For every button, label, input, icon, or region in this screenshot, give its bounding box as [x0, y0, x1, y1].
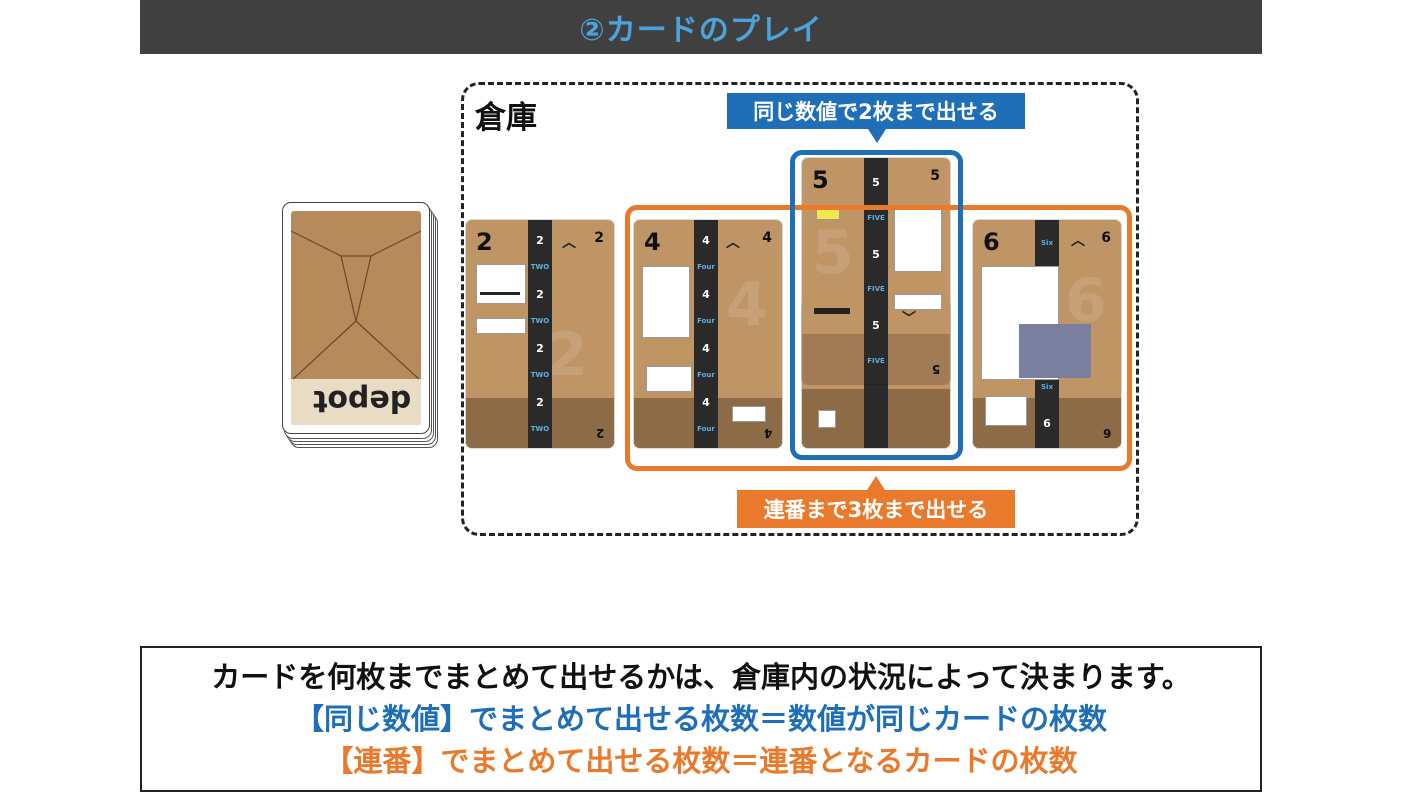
sequence-callout: 連番まで3枚まで出せる: [737, 490, 1015, 528]
barcode-label: [985, 396, 1027, 426]
card-value-small: 4: [762, 230, 772, 246]
card-value-small: 6: [1101, 230, 1111, 246]
same-value-callout: 同じ数値で2枚まで出せる: [727, 93, 1025, 129]
deck-logo-band: [291, 379, 421, 425]
callout-arrow-up-icon: [867, 476, 885, 490]
card-value: 2: [476, 228, 493, 256]
info-line-same-value: 【同じ数値】でまとめて出せる枚数＝数値が同じカードの枚数: [294, 702, 1107, 736]
chevron-up-icon: ︿: [726, 235, 740, 251]
card-value: 4: [644, 228, 661, 256]
warehouse-area: [461, 82, 1139, 536]
chevron-up-icon: ︿: [562, 235, 576, 251]
shipping-label: [894, 208, 942, 272]
sequence-highlight: [625, 205, 1132, 471]
deck-logo: depot: [313, 383, 412, 418]
warehouse-label: 倉庫: [475, 100, 537, 136]
shipping-label: [642, 266, 690, 338]
card-watermark: 5: [812, 218, 854, 288]
card-value-small: 2: [594, 230, 604, 246]
info-line-main: カードを何枚までまとめて出せるかは、倉庫内の状況によって決まります。: [211, 660, 1191, 694]
shipping-label: [476, 318, 526, 334]
callout-arrow-down-icon: [868, 129, 886, 143]
shipping-label: [476, 264, 526, 304]
chevron-up-icon: ︿: [1071, 233, 1085, 249]
chevron-down-icon: ﹀: [902, 311, 916, 327]
info-line-sequence: 【連番】でまとめて出せる枚数＝連番となるカードの枚数: [324, 744, 1078, 778]
header-bar: ②カードのプレイ: [140, 0, 1262, 54]
barcode: [480, 292, 520, 295]
card-value: 5: [812, 166, 829, 194]
deck-top-card: depot: [282, 202, 430, 434]
deck-card-face: depot: [291, 211, 421, 425]
envelope-flap-lines: [291, 230, 421, 381]
card-watermark: 4: [726, 270, 768, 340]
info-box: カードを何枚までまとめて出せるかは、倉庫内の状況によって決まります。 【同じ数値…: [140, 646, 1262, 792]
shipping-label: [894, 294, 942, 310]
card-watermark: 2: [546, 320, 588, 390]
barcode: [814, 308, 850, 314]
page-title: ②カードのプレイ: [579, 13, 823, 48]
card-value-small: 5: [930, 168, 940, 184]
card-value: 6: [983, 228, 1000, 256]
barcode-label: [646, 366, 692, 392]
card-corner-value: 2: [595, 426, 604, 440]
same-value-highlight: [790, 150, 963, 460]
qr-code: [818, 410, 836, 428]
sticker: [1019, 324, 1091, 378]
barcode-label: [732, 406, 766, 422]
